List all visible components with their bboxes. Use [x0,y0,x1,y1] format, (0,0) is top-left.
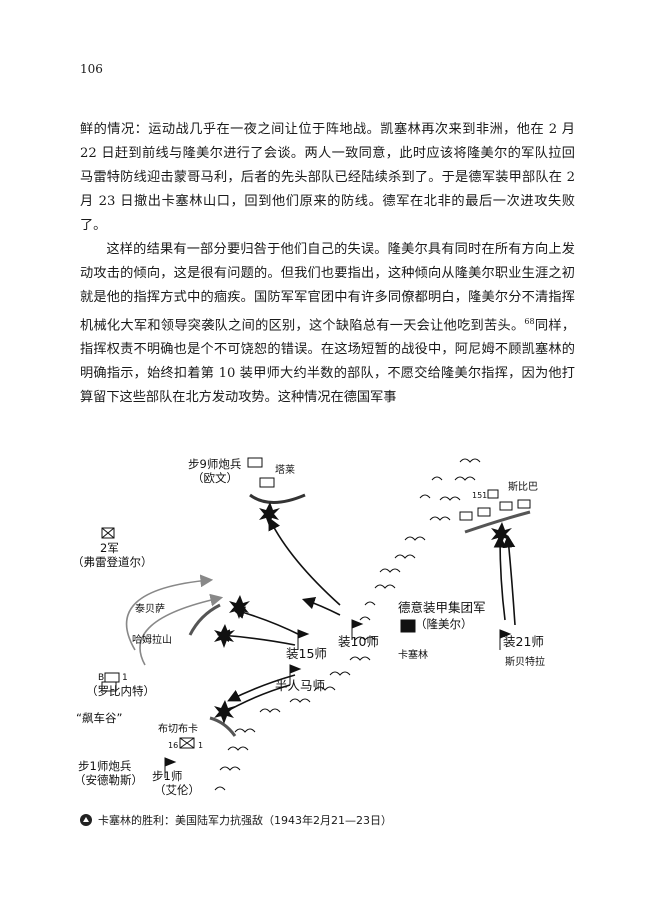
label-unit151: 151 [472,491,487,500]
mountain-ridge [214,458,481,791]
label-corps2: 2军 [100,541,119,555]
body-text: 鲜的情况：运动战几乎在一夜之间让位于阵地战。凯塞林再次来到非洲，他在 2 月 2… [80,118,575,410]
paragraph-1: 鲜的情况：运动战几乎在一夜之间让位于阵地战。凯塞林再次来到非洲，他在 2 月 2… [80,122,575,233]
defense-line-north [249,493,306,504]
label-fredendall: （弗雷登道尔） [72,555,153,569]
label-div1-artillery: 步1师炮兵 [78,759,131,773]
label-b1: B [98,673,104,683]
label-bou-chebka: 布切布卡 [158,722,198,735]
defense-line-south [209,716,237,737]
explosion-markers [214,502,512,724]
label-ditalian: 德意装甲集团军 [398,600,486,615]
paragraph-2-text: 这样的结果有一部分要归咎于他们自己的失误。隆美尔具有同时在所有方向上发动攻击的倾… [80,242,575,334]
figure-caption: 卡塞林的胜利：美国陆军力抗强敌（1943年2月21—23日） [80,812,392,828]
allied-arrows [125,574,224,666]
label-kasserine: 卡塞林 [398,648,428,661]
label-allen: （艾伦） [154,783,200,797]
label-div21: 装21师 [503,634,544,649]
map-labels: 步9师炮兵 （欧文） 塔莱 2军 （弗雷登道尔） 泰贝萨 哈姆拉山 B 1 （罗… [72,457,545,797]
unit-symbols [101,457,531,749]
triangle-icon [80,814,92,826]
paragraph-3-text: 同样，指挥权责不明确也是个不可饶恕的错误。在这场短暂的战役中，阿尼姆不顾凯塞林的… [80,318,576,406]
label-haidra: 哈姆拉山 [132,633,172,646]
defense-line-center [188,603,221,636]
label-div1: 步1师 [152,769,182,783]
label-b1-num: 1 [122,673,128,683]
defense-line-east [464,510,531,534]
label-div10: 装10师 [338,634,379,649]
label-tabarka: 塔莱 [275,463,295,476]
label-sbiba: 斯比巴 [508,480,538,493]
label-kasserine-valley: “飙车谷” [76,711,122,725]
label-unit16: 16 [168,741,178,750]
label-anderson: （安德勒斯） [74,773,143,787]
label-centauro: 半人马师 [275,678,325,693]
label-robinett: （罗比内特） [86,684,155,698]
label-div9-artillery: 步9师炮兵 [188,457,241,471]
page-number: 106 [80,62,103,76]
unit-flags [164,619,512,778]
label-oven: （欧文） [192,471,238,485]
label-unit16-num: 1 [198,741,203,750]
caption-text: 卡塞林的胜利：美国陆军力抗强敌（1943年2月21—23日） [98,814,392,827]
label-rommel: （隆美尔） [415,617,473,631]
battle-map: 步9师炮兵 （欧文） 塔莱 2军 （弗雷登道尔） 泰贝萨 哈姆拉山 B 1 （罗… [72,457,545,797]
paragraph-2: 这样的结果有一部分要归咎于他们自己的失误。隆美尔具有同时在所有方向上发动攻击的倾… [80,238,575,410]
label-sbeitla: 斯贝特拉 [505,655,545,668]
label-thala: 泰贝萨 [135,602,165,615]
label-div15: 装15师 [286,646,327,661]
footnote-ref: 68 [524,317,535,326]
